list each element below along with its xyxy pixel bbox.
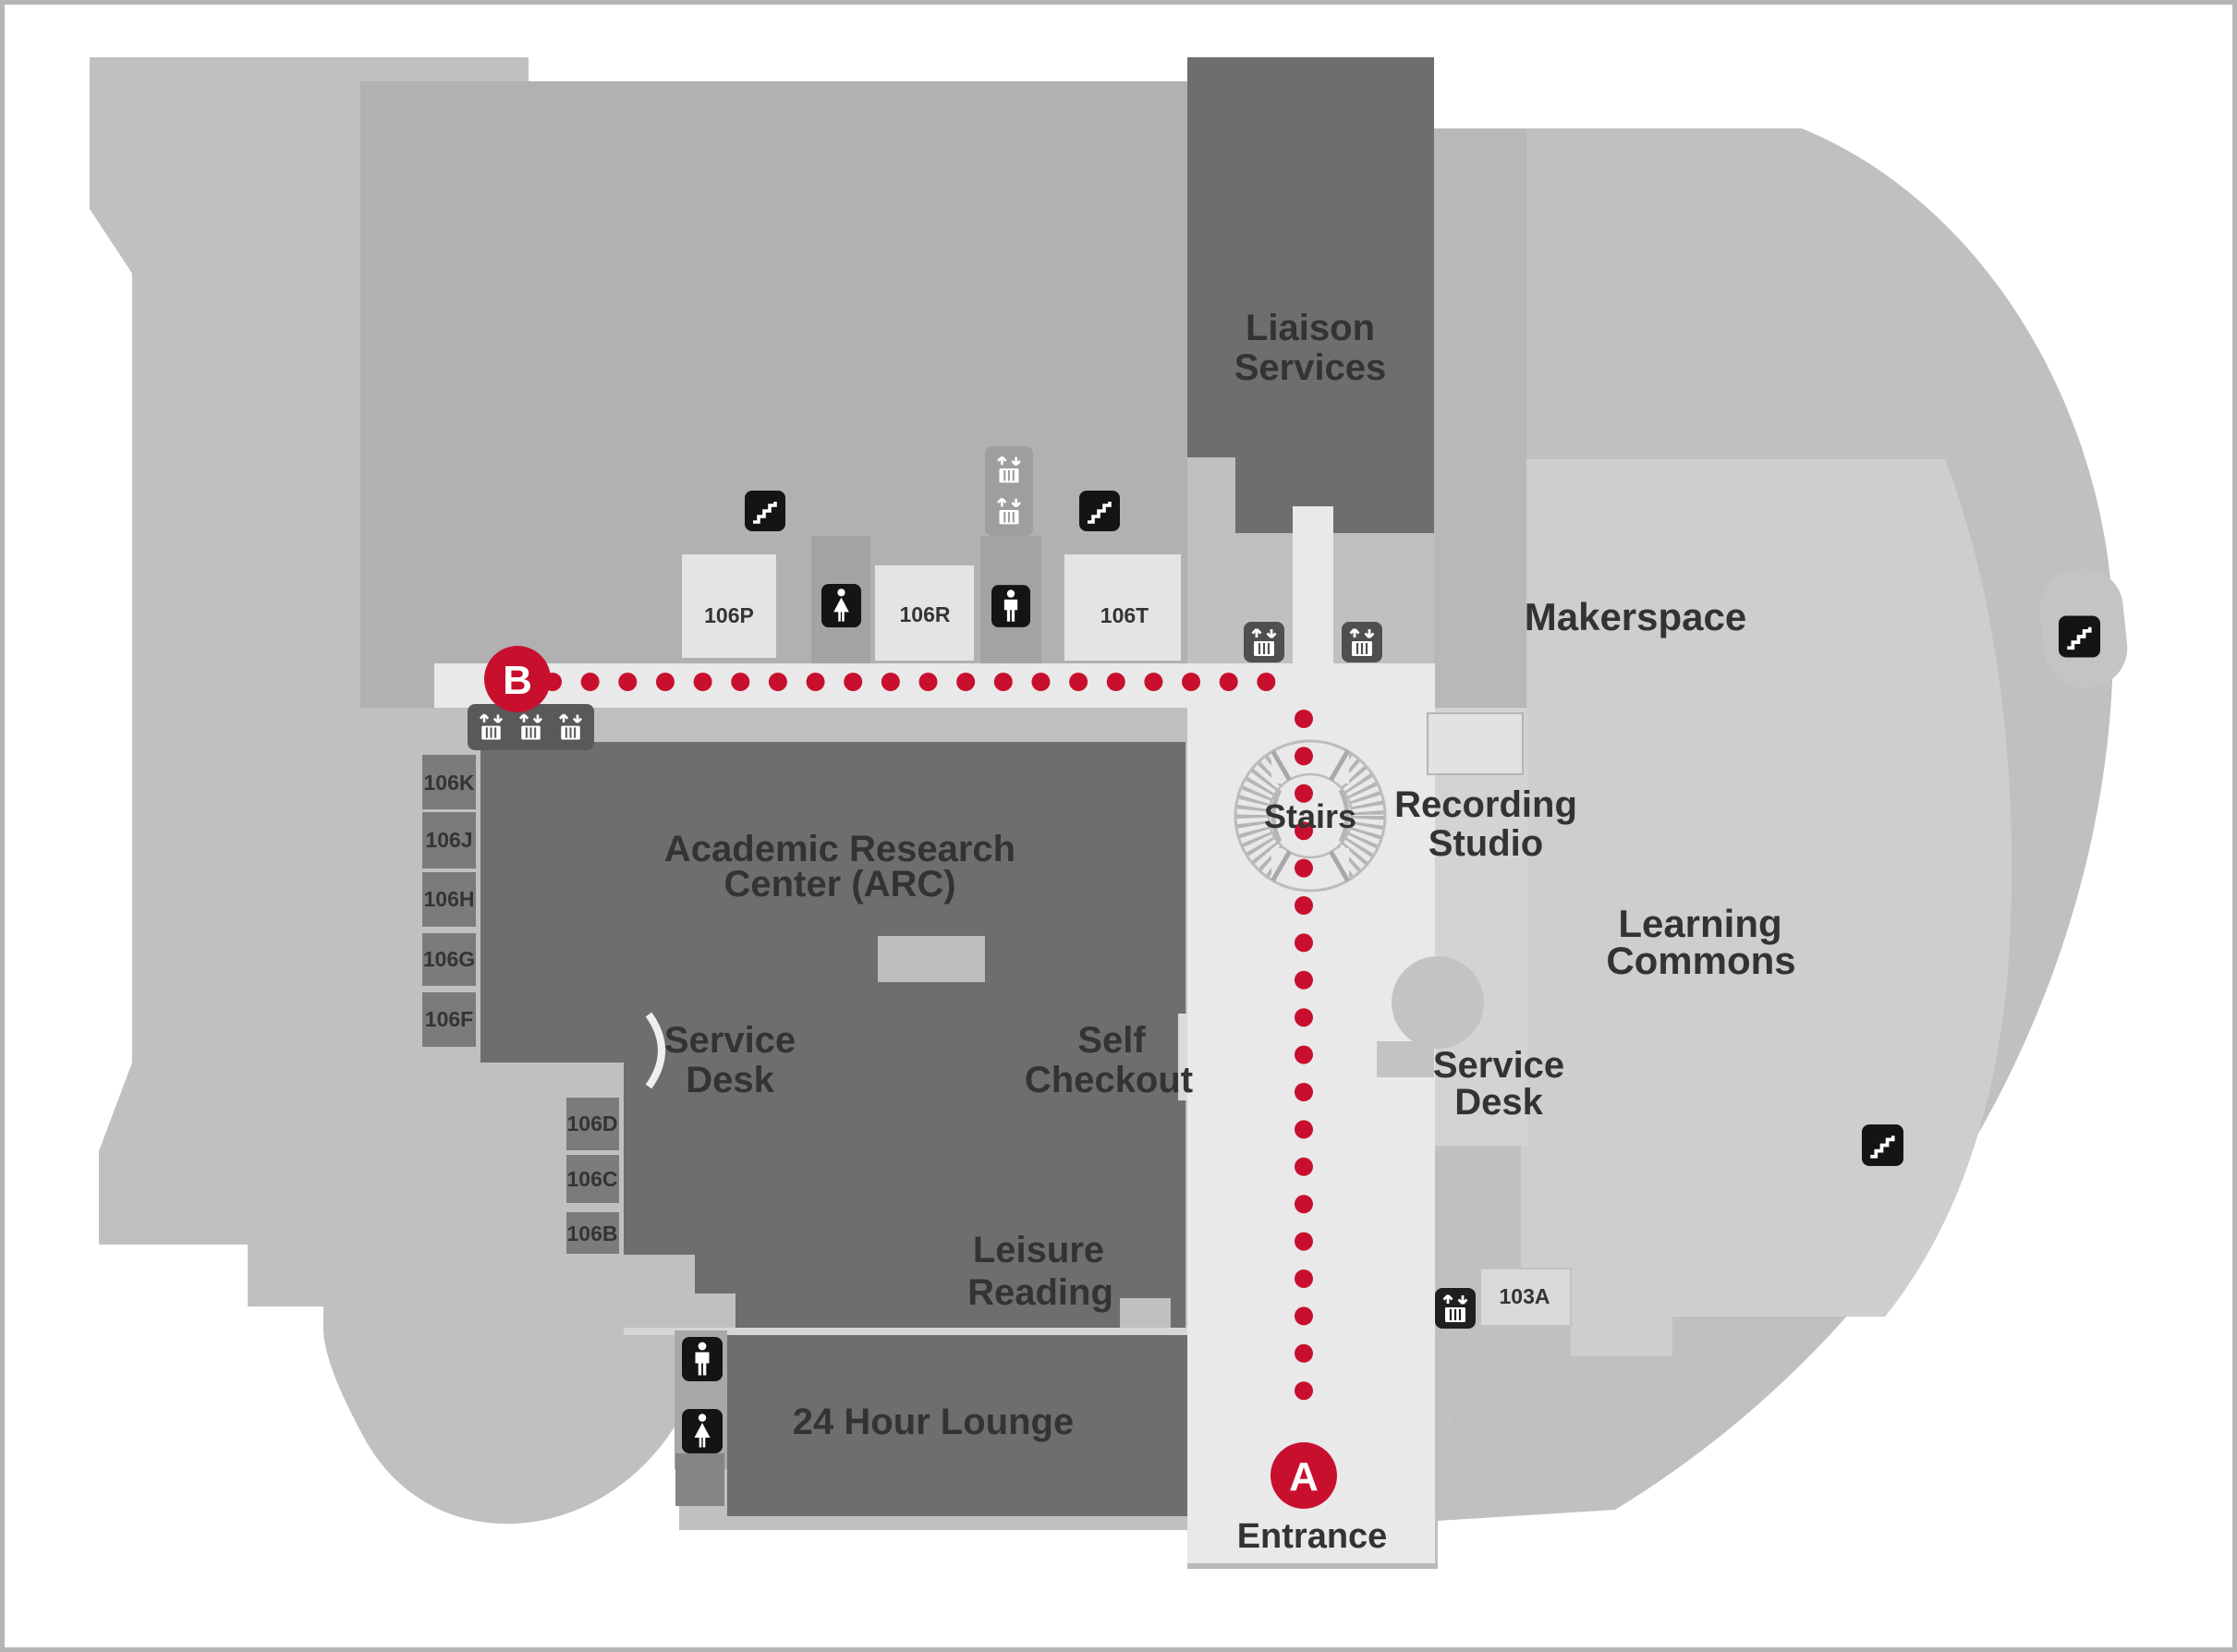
marker-b-label: B	[503, 658, 532, 703]
route-path	[543, 673, 1313, 1437]
room-106j-box	[422, 812, 476, 869]
elevator-icon	[1435, 1288, 1476, 1329]
elevator-icon	[990, 450, 1028, 489]
label-makerspace: Makerspace	[1525, 595, 1747, 638]
elevator-icon	[990, 492, 1028, 530]
elevator-icon	[1244, 622, 1284, 662]
room-106f-box	[422, 992, 476, 1047]
spiral-stair-decoration	[1453, 1372, 1555, 1464]
elevator-icon	[472, 708, 510, 746]
marker-b	[484, 646, 551, 712]
room-106k-label: 106K	[424, 771, 475, 795]
womens-restroom-icon	[821, 584, 862, 627]
stairs-icon	[1079, 491, 1120, 531]
service-desk-counter-base	[1377, 1041, 1434, 1077]
corridor-liaison-gap	[1293, 506, 1333, 708]
lounge-column-lower-tile	[675, 1453, 724, 1506]
room-103a-label: 103A	[1500, 1284, 1550, 1308]
label-service-desk-right-line2: Desk	[1454, 1082, 1543, 1123]
recording-booth-outline	[1427, 712, 1524, 775]
elevator-icon	[1342, 622, 1382, 662]
arc-right-door	[1178, 1014, 1187, 1100]
label-self-checkout-line1: Self	[1077, 1020, 1146, 1061]
marker-a	[1270, 1442, 1337, 1509]
label-self-checkout-line2: Checkout	[1025, 1060, 1193, 1100]
room-106j-label: 106J	[425, 828, 472, 852]
room-106d-box	[566, 1098, 619, 1150]
label-lounge: 24 Hour Lounge	[793, 1402, 1074, 1442]
room-106b-label: 106B	[567, 1221, 618, 1245]
room-106h-box	[422, 872, 476, 927]
room-106r-box	[875, 565, 974, 661]
label-entrance: Entrance	[1237, 1517, 1388, 1556]
area-24-hour-lounge	[727, 1335, 1187, 1516]
marker-a-label: A	[1289, 1454, 1319, 1500]
service-desk-arc-symbol	[645, 1012, 665, 1089]
arc-interior-rect	[878, 936, 985, 982]
zone-right-of-liaison	[1434, 128, 1526, 708]
label-service-desk-left-line2: Desk	[686, 1060, 774, 1100]
room-106d-label: 106D	[567, 1111, 618, 1136]
mens-restroom-icon	[682, 1337, 723, 1381]
room-106p-box	[682, 554, 776, 658]
room-106c-box	[566, 1155, 619, 1203]
room-106c-label: 106C	[567, 1167, 618, 1191]
room-106b-box	[566, 1212, 619, 1254]
room-106t-label: 106T	[1100, 603, 1149, 627]
room-106f-label: 106F	[425, 1007, 473, 1031]
room-106g-label: 106G	[423, 947, 475, 971]
label-service-desk-left-line1: Service	[664, 1020, 796, 1061]
label-leisure-line1: Leisure	[973, 1230, 1104, 1270]
stairs-icon	[2059, 615, 2100, 658]
zone-recording	[1435, 708, 1527, 1146]
corridor-bottom-shadow	[1187, 1563, 1438, 1569]
elevator-icon	[552, 708, 590, 746]
room-106k-box	[422, 755, 476, 809]
label-learning-line1: Learning	[1618, 902, 1781, 945]
room-106r-label: 106R	[900, 602, 951, 626]
room-106p-label: 106P	[704, 603, 754, 627]
area-liaison-services	[1187, 57, 1434, 533]
room-106g-box	[422, 933, 476, 986]
label-recording-line2: Studio	[1429, 823, 1543, 864]
label-liaison-line2: Services	[1234, 347, 1387, 388]
label-leisure-line2: Reading	[967, 1272, 1113, 1313]
mens-restroom-icon	[991, 585, 1030, 627]
service-desk-counter	[1392, 956, 1484, 1049]
womens-restroom-icon	[682, 1409, 723, 1453]
label-liaison-line1: Liaison	[1246, 308, 1375, 348]
area-arc-block	[480, 742, 1185, 1328]
label-arc-line1: Academic Research	[664, 829, 1015, 869]
room-106h-label: 106H	[424, 887, 475, 911]
label-recording-line1: Recording	[1394, 784, 1577, 825]
room-103a-box	[1479, 1268, 1572, 1327]
label-stairs: Stairs	[1264, 797, 1356, 835]
elevator-icon	[512, 708, 550, 746]
stairs-icon	[1862, 1124, 1903, 1166]
label-arc-line2: Center (ARC)	[723, 864, 955, 905]
label-service-desk-right-line1: Service	[1433, 1045, 1564, 1086]
room-106t-box	[1064, 554, 1181, 661]
label-learning-line2: Commons	[1606, 939, 1795, 982]
arc-lounge-gap	[624, 1328, 1187, 1335]
stairs-icon	[745, 491, 785, 531]
